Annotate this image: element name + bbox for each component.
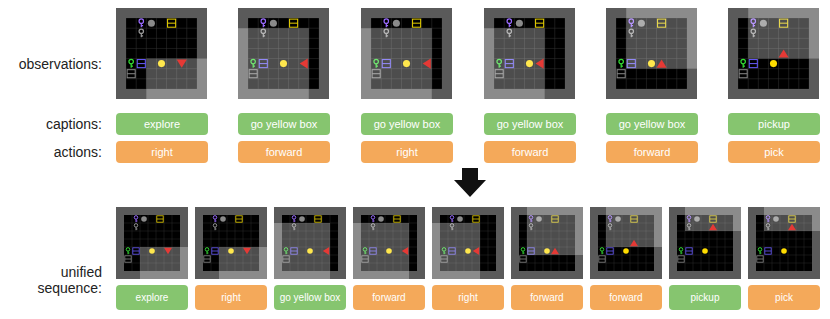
- box-text: go yellow box: [280, 292, 341, 303]
- box-text: forward: [634, 146, 671, 158]
- caption-box: go yellow box: [484, 113, 576, 135]
- grid-observation: [361, 8, 452, 99]
- box-text: pick: [775, 292, 793, 303]
- caption-box: go yellow box: [361, 113, 453, 135]
- grid-observation: [669, 207, 741, 279]
- grid-observation: [728, 8, 819, 99]
- grid-observation: [195, 207, 267, 279]
- box-text: forward: [609, 292, 642, 303]
- grid-observation: [432, 207, 504, 279]
- grid-observation: [748, 207, 820, 279]
- grid-observation: [353, 207, 425, 279]
- box-text: right: [396, 146, 417, 158]
- box-text: forward: [512, 146, 549, 158]
- caption-box: explore: [116, 285, 188, 310]
- box-text: pick: [764, 146, 784, 158]
- box-text: forward: [266, 146, 303, 158]
- action-box: forward: [511, 285, 583, 310]
- grid-observation: [590, 207, 662, 279]
- grid-observation: [116, 8, 207, 99]
- grid-observation: [116, 207, 188, 279]
- box-text: pickup: [758, 118, 790, 130]
- action-box: forward: [353, 285, 425, 310]
- grid-observation: [274, 207, 346, 279]
- box-text: go yellow box: [374, 118, 441, 130]
- row-label: observations:: [2, 56, 102, 72]
- caption-box: go yellow box: [606, 113, 698, 135]
- row-label: captions:: [2, 116, 102, 132]
- box-text: forward: [372, 292, 405, 303]
- caption-box: go yellow box: [274, 285, 346, 310]
- grid-observation: [606, 8, 697, 99]
- box-text: right: [458, 292, 477, 303]
- action-box: forward: [238, 141, 330, 163]
- action-box: pick: [748, 285, 820, 310]
- action-box: right: [116, 141, 208, 163]
- box-text: go yellow box: [497, 118, 564, 130]
- grid-observation: [511, 207, 583, 279]
- box-text: right: [151, 146, 172, 158]
- box-text: forward: [530, 292, 563, 303]
- action-box: forward: [590, 285, 662, 310]
- grid-observation: [238, 8, 329, 99]
- caption-box: pickup: [669, 285, 741, 310]
- box-text: go yellow box: [251, 118, 318, 130]
- box-text: go yellow box: [619, 118, 686, 130]
- row-label: unified sequence:: [2, 264, 102, 296]
- action-box: right: [432, 285, 504, 310]
- caption-box: go yellow box: [238, 113, 330, 135]
- box-text: explore: [136, 292, 169, 303]
- box-text: right: [221, 292, 240, 303]
- action-box: right: [361, 141, 453, 163]
- box-text: pickup: [691, 292, 720, 303]
- grid-observation: [484, 8, 575, 99]
- action-box: pick: [728, 141, 820, 163]
- action-box: forward: [606, 141, 698, 163]
- row-label: actions:: [2, 144, 102, 160]
- caption-box: pickup: [728, 113, 820, 135]
- box-text: explore: [144, 118, 180, 130]
- down-arrow: [452, 168, 488, 198]
- caption-box: explore: [116, 113, 208, 135]
- action-box: right: [195, 285, 267, 310]
- action-box: forward: [484, 141, 576, 163]
